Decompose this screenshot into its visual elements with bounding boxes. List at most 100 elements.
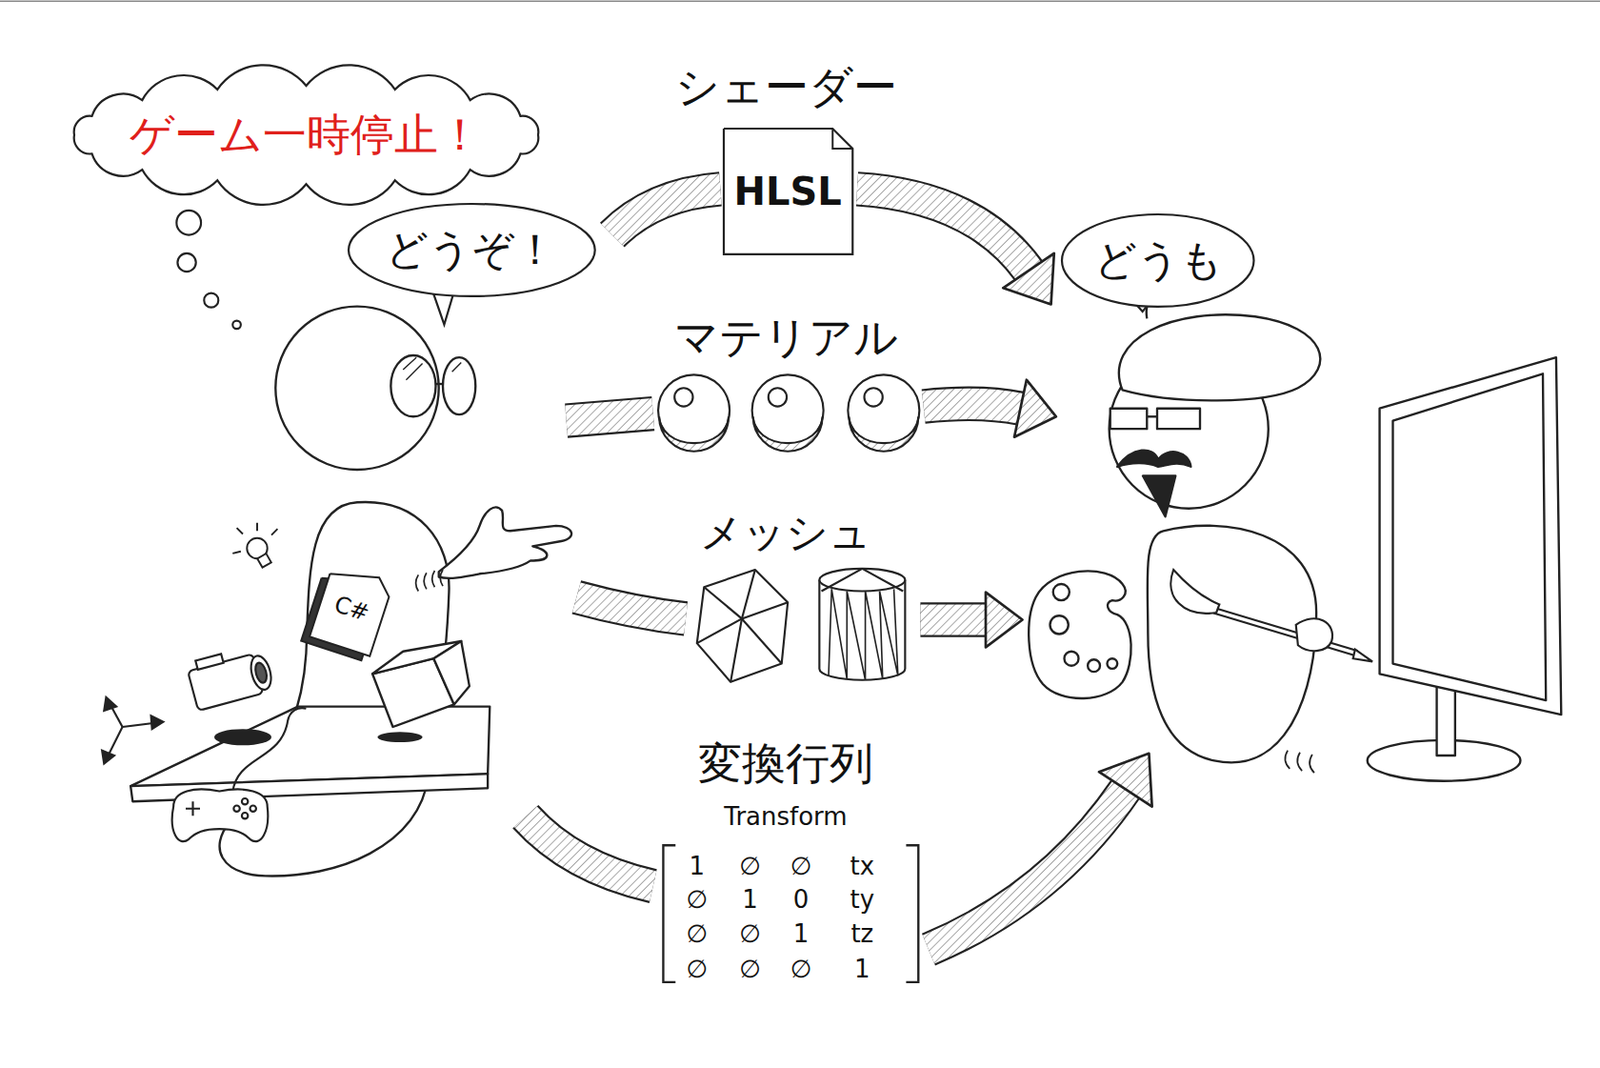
section-label: メッシュ	[700, 509, 872, 556]
paint-brush	[1214, 610, 1358, 654]
mesh-cube	[697, 618, 742, 643]
flow-band	[612, 188, 721, 235]
painter-character	[1117, 450, 1191, 467]
flow-band	[928, 788, 1126, 949]
flow-band	[923, 403, 1021, 409]
lightbulb-icon	[232, 522, 278, 554]
matrix-cell: ty	[850, 885, 876, 914]
mesh-cube	[697, 569, 788, 682]
painter-character	[1146, 415, 1158, 418]
axis-gizmo	[101, 697, 163, 764]
program-character	[390, 355, 436, 417]
program-character	[275, 306, 439, 470]
matrix-cell: 1	[854, 954, 871, 982]
matrix-cell: ∅	[790, 851, 813, 880]
mesh-cube	[741, 618, 782, 663]
speech-bubble: どうも	[1060, 212, 1257, 309]
matrix-cell: 1	[689, 851, 706, 880]
flow-band	[923, 403, 1021, 409]
arrow-head	[1099, 753, 1153, 807]
program-character	[439, 506, 572, 578]
paint-brush	[1170, 569, 1373, 661]
axis-gizmo	[151, 715, 164, 729]
material-sphere	[848, 416, 919, 451]
camera-icon	[253, 660, 269, 683]
thought-dots	[232, 320, 241, 330]
paint-palette	[1028, 570, 1131, 699]
mesh-cylinder	[828, 588, 899, 680]
controller-icon	[232, 707, 306, 792]
painter-character	[1109, 296, 1321, 773]
file-fold	[832, 128, 853, 149]
controller-icon	[241, 798, 248, 804]
flow-band	[566, 413, 654, 421]
flow-band	[612, 188, 721, 235]
speech-bubble: どうぞ！	[346, 201, 598, 299]
stage-slab	[214, 728, 272, 745]
material-sphere	[864, 387, 883, 406]
matrix-bracket	[905, 844, 919, 982]
lightbulb-icon	[232, 522, 278, 568]
node-text: ゲーム一時停止！	[129, 109, 482, 160]
arrow-head	[985, 592, 1023, 648]
matrix-cell: ∅	[739, 920, 761, 948]
camera-icon	[185, 642, 276, 711]
node-body: どうぞ！	[346, 201, 598, 299]
matrix-bracket	[662, 844, 676, 982]
camera-icon	[247, 653, 275, 692]
frame-line	[0, 0, 1600, 2]
section-label: シェーダー	[675, 62, 898, 112]
mesh-cylinder	[821, 568, 863, 592]
mesh-cube	[741, 569, 756, 619]
camera-icon	[185, 642, 276, 711]
material-sphere	[753, 416, 823, 451]
program-character	[436, 382, 444, 385]
matrix-cell: ∅	[790, 954, 813, 982]
flow-band	[928, 788, 1126, 949]
paint-palette	[1050, 615, 1069, 634]
material-sphere	[674, 387, 693, 406]
flow-band	[576, 597, 686, 620]
paint-brush	[1353, 649, 1373, 662]
matrix-cell: 1	[741, 885, 759, 914]
paint-brush	[1214, 610, 1358, 654]
bubble-outline	[1061, 214, 1255, 307]
shader-file: HLSL	[722, 127, 854, 256]
flow-band	[857, 188, 1029, 271]
stage-slab	[130, 706, 490, 802]
mesh-cube	[741, 601, 788, 619]
node-body: HLSL	[722, 127, 854, 256]
thought-dots	[176, 210, 241, 329]
node-text: HLSL	[734, 169, 842, 214]
section-label: 変換行列	[698, 739, 874, 788]
material-sphere	[847, 374, 920, 451]
matrix-cell: tz	[850, 920, 874, 948]
thought-dots	[176, 210, 201, 236]
monitor-icon	[1367, 357, 1562, 781]
paint-palette	[1107, 658, 1119, 669]
lightbulb-icon	[257, 553, 272, 568]
thought-dots	[177, 253, 196, 272]
flow-band	[920, 601, 986, 637]
material-sphere	[752, 374, 824, 451]
controller-icon	[172, 788, 269, 841]
mesh-cylinder	[819, 580, 905, 680]
matrix-bracket	[662, 844, 919, 982]
controller-icon	[233, 805, 240, 812]
node-text: どうも	[1094, 236, 1223, 285]
flow-band	[525, 816, 654, 886]
badge-outline	[309, 562, 394, 657]
material-sphere	[659, 416, 729, 451]
arrow-head	[1014, 380, 1057, 438]
thought-bubble: ゲーム一時停止！	[62, 76, 550, 194]
paint-brush	[1296, 618, 1333, 651]
cube-object	[433, 640, 470, 704]
paint-palette	[1028, 570, 1131, 699]
flow-band	[525, 188, 1126, 949]
painter-character	[1119, 314, 1320, 400]
matrix-cell: 1	[793, 920, 810, 948]
frame-line	[0, 0, 1600, 2]
matrix-cell: ∅	[685, 920, 708, 948]
controller-icon	[185, 800, 200, 816]
